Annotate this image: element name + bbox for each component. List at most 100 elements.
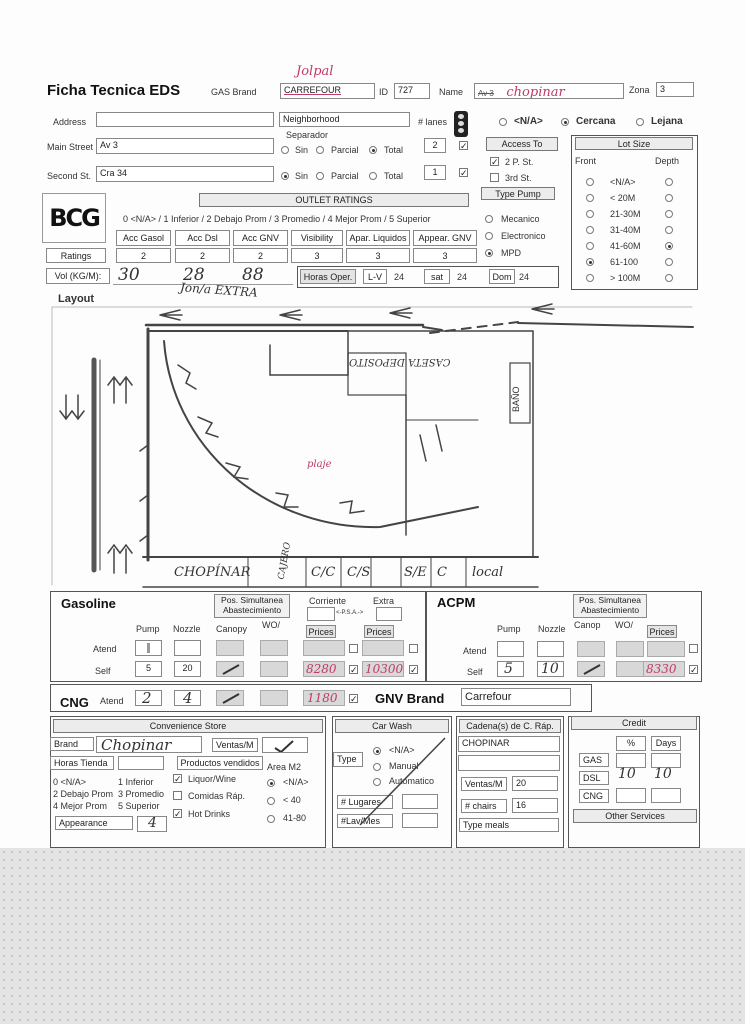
store-area-radio-0[interactable] bbox=[267, 779, 275, 787]
gas-atend-price-extra[interactable] bbox=[362, 640, 404, 656]
cng-pump[interactable]: 2 bbox=[135, 690, 162, 706]
gas-atend-nozzle[interactable] bbox=[174, 640, 201, 656]
credit-gas-days[interactable] bbox=[651, 753, 681, 768]
store-ventas-field[interactable] bbox=[262, 737, 308, 753]
lot-depth-radio-2[interactable] bbox=[665, 210, 673, 218]
carwash-radio-0[interactable] bbox=[373, 747, 381, 755]
acpm-self-nozzle[interactable]: 10 bbox=[537, 661, 564, 677]
cadena-field-2[interactable] bbox=[458, 755, 560, 771]
second-sin-radio[interactable] bbox=[281, 172, 289, 180]
gas-self-check-1[interactable]: ✓ bbox=[349, 665, 358, 675]
lot-front-radio-0[interactable] bbox=[586, 178, 594, 186]
access-3rd-checkbox[interactable] bbox=[490, 173, 499, 182]
main-street-field[interactable]: Av 3 bbox=[96, 138, 274, 154]
store-brand-field[interactable]: Chopinar bbox=[96, 736, 202, 753]
lot-front-radio-2[interactable] bbox=[586, 210, 594, 218]
lot-front-radio-6[interactable] bbox=[586, 274, 594, 282]
pump-mecanico-radio[interactable] bbox=[485, 215, 493, 223]
gas-self-check-2[interactable]: ✓ bbox=[409, 665, 418, 675]
store-appearance-field[interactable]: 4 bbox=[137, 816, 167, 832]
location-cercana-radio[interactable] bbox=[561, 118, 569, 126]
main-parcial-radio[interactable] bbox=[316, 146, 324, 154]
gas-corriente-box[interactable] bbox=[307, 607, 335, 621]
gas-atend-pump[interactable] bbox=[135, 640, 162, 656]
id-field[interactable]: 727 bbox=[394, 83, 430, 99]
acpm-atend-canopy[interactable] bbox=[577, 641, 605, 657]
store-area-radio-2[interactable] bbox=[267, 815, 275, 823]
rating-acc-gnv[interactable]: 2 bbox=[233, 248, 288, 263]
rating-acc-dsl[interactable]: 2 bbox=[175, 248, 230, 263]
pump-mpd-radio[interactable] bbox=[485, 249, 493, 257]
gas-self-pump[interactable]: 5 bbox=[135, 661, 162, 677]
gas-self-canopy[interactable] bbox=[216, 661, 244, 677]
gas-self-price-extra[interactable]: 10300 bbox=[362, 661, 404, 677]
gas-extra-box[interactable] bbox=[376, 607, 402, 621]
second-lanes-field[interactable]: 1 bbox=[424, 165, 446, 180]
lot-depth-radio-3[interactable] bbox=[665, 226, 673, 234]
rating-acc-gasol[interactable]: 2 bbox=[116, 248, 171, 263]
cng-price-box[interactable]: 1180 bbox=[303, 690, 345, 706]
cng-check[interactable]: ✓ bbox=[349, 694, 358, 704]
cng-canopy[interactable] bbox=[216, 690, 244, 706]
acpm-atend-price[interactable] bbox=[647, 641, 685, 657]
main-lanes-field[interactable]: 2 bbox=[424, 138, 446, 153]
second-st-field[interactable]: Cra 34 bbox=[96, 166, 274, 182]
main-lanes-checkbox[interactable]: ✓ bbox=[459, 141, 468, 151]
acpm-atend-wo[interactable] bbox=[616, 641, 644, 657]
store-product-check-0[interactable]: ✓ bbox=[173, 774, 182, 784]
second-parcial-radio[interactable] bbox=[316, 172, 324, 180]
main-total-radio[interactable] bbox=[369, 146, 377, 154]
gas-atend-check-1[interactable] bbox=[349, 644, 358, 653]
zona-field[interactable]: 3 bbox=[656, 82, 694, 97]
acpm-self-check[interactable]: ✓ bbox=[689, 665, 698, 675]
main-sin-radio[interactable] bbox=[281, 146, 289, 154]
carwash-radio-1[interactable] bbox=[373, 763, 381, 771]
location-na-radio[interactable] bbox=[499, 118, 507, 126]
lot-front-radio-1[interactable] bbox=[586, 194, 594, 202]
acpm-self-canopy[interactable] bbox=[577, 661, 605, 677]
store-product-check-1[interactable] bbox=[173, 791, 182, 800]
gas-self-nozzle[interactable]: 20 bbox=[174, 661, 201, 677]
name-field[interactable]: Av 3 chopinar bbox=[474, 83, 624, 99]
acpm-atend-nozzle[interactable] bbox=[537, 641, 564, 657]
gas-self-wo[interactable] bbox=[260, 661, 288, 677]
gas-atend-price-corr[interactable] bbox=[303, 640, 345, 656]
lot-depth-radio-1[interactable] bbox=[665, 194, 673, 202]
cadena-field[interactable]: CHOPINAR bbox=[458, 736, 560, 752]
credit-gas-pct[interactable] bbox=[616, 753, 646, 768]
lot-depth-radio-4[interactable] bbox=[665, 242, 673, 250]
gnv-brand-field[interactable]: Carrefour bbox=[461, 688, 571, 706]
cadena-chairs-field[interactable]: 16 bbox=[512, 798, 558, 813]
location-lejana-radio[interactable] bbox=[636, 118, 644, 126]
access-2p-checkbox[interactable]: ✓ bbox=[490, 157, 499, 167]
acpm-self-wo[interactable] bbox=[616, 661, 644, 677]
lot-front-radio-5[interactable] bbox=[586, 258, 594, 266]
cng-nozzle[interactable]: 4 bbox=[174, 690, 201, 706]
gas-atend-canopy[interactable] bbox=[216, 640, 244, 656]
lot-front-radio-4[interactable] bbox=[586, 242, 594, 250]
lot-depth-radio-5[interactable] bbox=[665, 258, 673, 266]
gas-atend-wo[interactable] bbox=[260, 640, 288, 656]
acpm-atend-pump[interactable] bbox=[497, 641, 524, 657]
cng-wo[interactable] bbox=[260, 690, 288, 706]
rating-apar-liquidos[interactable]: 3 bbox=[346, 248, 410, 263]
store-area-radio-1[interactable] bbox=[267, 797, 275, 805]
acpm-self-price[interactable]: 8330 bbox=[643, 661, 685, 677]
address-field[interactable] bbox=[96, 112, 274, 127]
carwash-lav-field[interactable] bbox=[402, 813, 438, 828]
lot-front-radio-3[interactable] bbox=[586, 226, 594, 234]
store-product-check-2[interactable]: ✓ bbox=[173, 809, 182, 819]
store-horas-field[interactable] bbox=[118, 756, 164, 770]
carwash-radio-2[interactable] bbox=[373, 778, 381, 786]
rating-appear-gnv[interactable]: 3 bbox=[413, 248, 477, 263]
credit-cng-days[interactable] bbox=[651, 788, 681, 803]
gas-atend-check-2[interactable] bbox=[409, 644, 418, 653]
credit-cng-pct[interactable] bbox=[616, 788, 646, 803]
acpm-atend-check[interactable] bbox=[689, 644, 698, 653]
rating-visibility[interactable]: 3 bbox=[291, 248, 343, 263]
gas-self-price-corr[interactable]: 8280 bbox=[303, 661, 345, 677]
cadena-ventas-field[interactable]: 20 bbox=[512, 776, 558, 791]
lot-depth-radio-0[interactable] bbox=[665, 178, 673, 186]
gas-brand-field[interactable]: CARREFOUR bbox=[280, 83, 375, 99]
carwash-lugares-field[interactable] bbox=[402, 794, 438, 809]
